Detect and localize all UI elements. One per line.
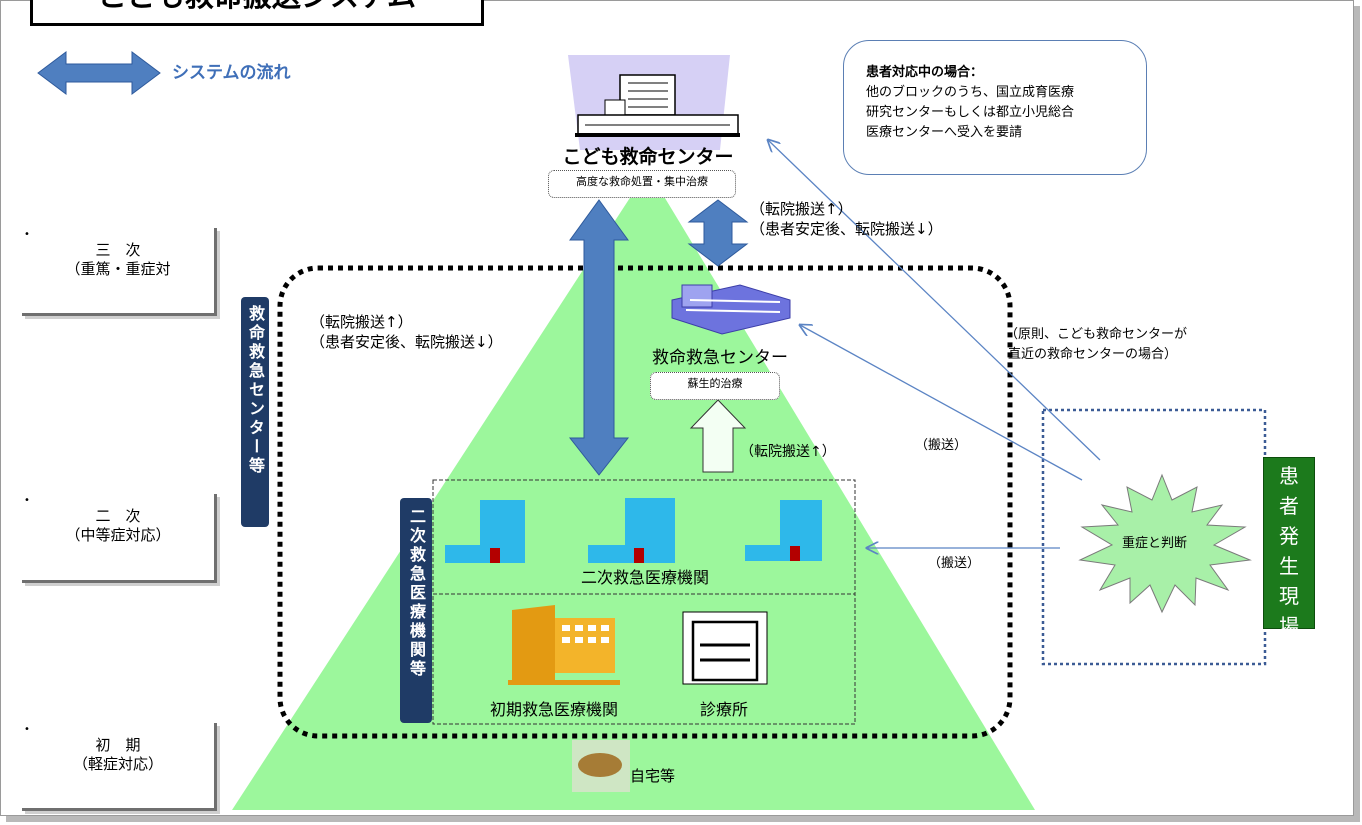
card-dot: •: [24, 724, 30, 735]
kyumei-center-desc: 蘇生的治療: [650, 372, 780, 400]
transfer-top-line2: （患者安定後、転院搬送↓）: [750, 220, 943, 238]
legend-double-arrow: [37, 51, 161, 95]
clinic-icon: [682, 611, 768, 685]
niji-group-label: 二次救急医療機関: [580, 568, 709, 587]
note-line: 医療センターへ受入を要請: [866, 125, 1023, 140]
transfer-up-label: （転院搬送↑）: [740, 444, 836, 460]
scene-char: 発: [1279, 524, 1299, 548]
page-title: こども救命搬送システム: [30, 0, 484, 26]
level-card-initial: • 初 期 （軽症対応）: [22, 723, 217, 811]
niji-building-icon-3: [745, 500, 822, 561]
carry-label-lower: （搬送）: [928, 556, 981, 571]
up-transfer-arrow: [689, 399, 747, 473]
kyumei-area-outline: [277, 265, 1013, 739]
home-icon: [572, 740, 630, 792]
level-desc: （軽症対応）: [72, 755, 163, 773]
home-label: 自宅等: [630, 767, 676, 785]
scene-char: 現: [1279, 584, 1299, 608]
niji-vertical-text: 二次救急医療機関等: [407, 508, 426, 679]
line-to-kyumei-center: [800, 325, 1083, 481]
level-card-tertiary: • 三 次 （重篤・重症対: [22, 228, 217, 316]
transfer-left-line2: （患者安定後、転院搬送↓）: [310, 333, 503, 351]
scene-char: 者: [1279, 494, 1299, 518]
niji-building-icon-2: [588, 498, 675, 563]
kodomo-center-name: こども救命センター: [562, 146, 734, 168]
principle-line1: （原則、こども救命センターが: [1005, 327, 1188, 342]
line-to-kodomo-center: [768, 140, 1101, 461]
carry-label-upper: （搬送）: [915, 438, 968, 453]
kyumei-vertical-text: 救命救急センター等: [246, 305, 265, 476]
scene-label: 患 者 発 生 現 場: [1263, 457, 1315, 638]
short-transfer-double-arrow: [687, 199, 749, 267]
kyumei-center-building-icon: [671, 284, 791, 335]
shoki-building-icon: [508, 605, 620, 685]
note-line: 他のブロックのうち、国立成育医療: [866, 85, 1075, 100]
level-desc: （重篤・重症対: [65, 260, 171, 278]
shoki-label: 初期救急医療機関: [490, 700, 619, 719]
judgement-label: 重症と判断: [1122, 536, 1188, 551]
clinic-label: 診療所: [700, 700, 749, 719]
level-name: 二 次: [95, 507, 141, 525]
kodomo-center-building-icon: [568, 55, 740, 150]
niji-building-icon-1: [445, 500, 525, 563]
note-heading: 患者対応中の場合：: [866, 65, 984, 80]
card-dot: •: [24, 229, 30, 240]
level-name: 三 次: [95, 241, 141, 259]
note-line: 研究センターもしくは都立小児総合: [866, 105, 1075, 120]
card-dot: •: [24, 495, 30, 506]
transfer-top-line1: （転院搬送↑）: [750, 200, 853, 218]
kyumei-vertical-label: 救命救急センター等: [241, 297, 269, 527]
shoki-institutions-box: [432, 593, 856, 725]
kodomo-center-desc: 高度な救命処置・集中治療: [548, 170, 736, 198]
main-transfer-double-arrow: [568, 199, 630, 476]
niji-vertical-label: 二次救急医療機関等: [400, 498, 432, 723]
principle-line2: 直近の救命センターの場合）: [1008, 347, 1178, 362]
scene-char: 場: [1279, 614, 1299, 638]
transfer-left-line1: （転院搬送↑）: [310, 313, 413, 331]
level-card-secondary: • 二 次 （中等症対応）: [22, 494, 217, 583]
note-box: 患者対応中の場合： 他のブロックのうち、国立成育医療 研究センターもしくは都立小…: [843, 40, 1147, 175]
level-name: 初 期: [95, 736, 141, 754]
scene-char: 患: [1279, 464, 1299, 488]
level-desc: （中等症対応）: [65, 526, 171, 544]
legend-label: システムの流れ: [172, 63, 291, 83]
judgement-starburst: [1078, 473, 1252, 614]
scene-char: 生: [1279, 554, 1299, 578]
kyumei-center-name: 救命救急センター: [652, 348, 788, 368]
